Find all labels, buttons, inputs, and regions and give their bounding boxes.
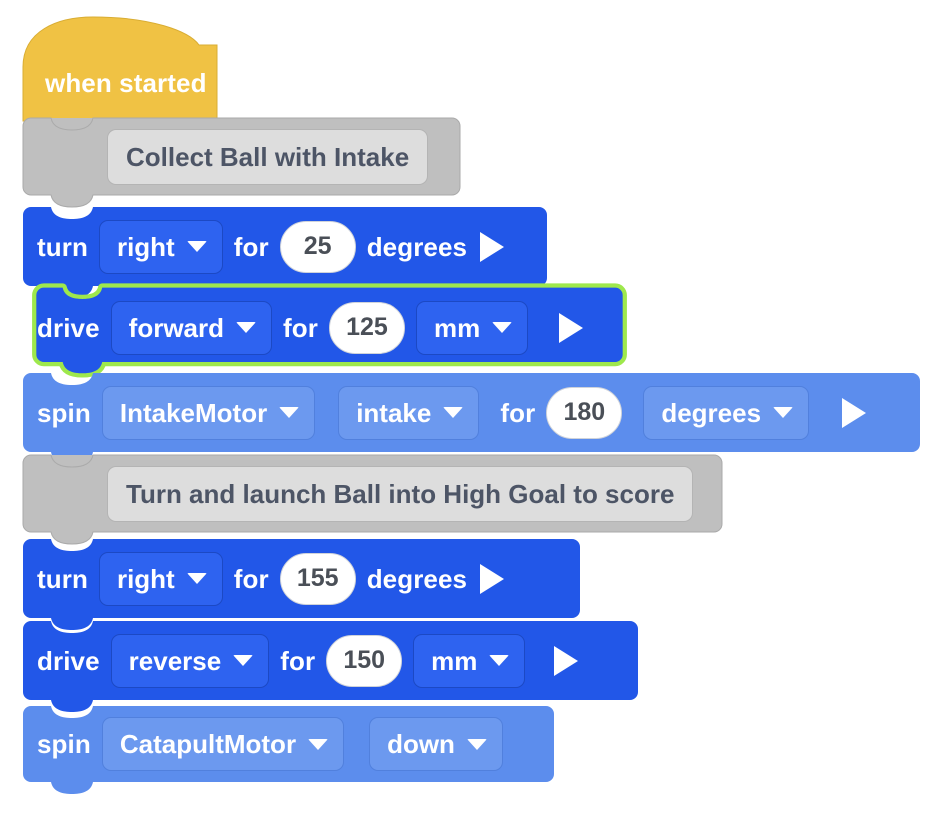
chevron-down-icon <box>236 322 256 333</box>
turn-2-for-label: for <box>233 563 269 594</box>
turn-2-value-input[interactable]: 155 <box>279 552 356 605</box>
spin-1-unit-value: degrees <box>661 397 762 428</box>
spin-2-motor-value: CatapultMotor <box>119 729 297 759</box>
block-drive-reverse-150[interactable]: drive reverse for 150 mm <box>23 621 638 712</box>
play-triangle-icon[interactable] <box>559 312 584 343</box>
spin-1-motor-dropdown[interactable]: IntakeMotor <box>101 385 316 440</box>
drive-1-keyword: drive <box>37 312 100 343</box>
drive-1-unit-dropdown[interactable]: mm <box>415 300 529 355</box>
chevron-down-icon <box>489 655 510 666</box>
comment-2-field[interactable]: Turn and launch Ball into High Goal to s… <box>107 465 694 522</box>
block-spin-intakemotor[interactable]: spin IntakeMotor intake for 180 degrees <box>23 373 920 464</box>
spin-2-direction-value: down <box>387 729 455 759</box>
turn-1-for-label: for <box>233 231 269 262</box>
chevron-down-icon <box>492 322 513 333</box>
spin-1-for-label: for <box>500 397 536 428</box>
turn-2-direction-value: right <box>116 563 175 594</box>
spin-1-direction-dropdown[interactable]: intake <box>338 385 480 440</box>
drive-1-for-label: for <box>283 312 318 343</box>
block-comment-collect-ball[interactable]: Collect Ball with Intake <box>22 117 461 208</box>
turn-2-unit-label: degrees <box>366 563 468 594</box>
turn-1-value: 25 <box>303 232 332 260</box>
spin-1-direction-value: intake <box>356 397 432 428</box>
drive-2-direction-value: reverse <box>128 645 222 676</box>
block-spin-catapultmotor[interactable]: spin CatapultMotor down <box>23 706 554 794</box>
block-turn-right-25[interactable]: turn right for 25 degrees <box>23 207 547 298</box>
turn-1-keyword: turn <box>37 231 88 262</box>
turn-2-keyword: turn <box>37 563 88 594</box>
turn-1-direction-dropdown[interactable]: right <box>98 219 223 274</box>
turn-2-direction-dropdown[interactable]: right <box>98 551 223 606</box>
drive-2-keyword: drive <box>37 645 100 676</box>
spin-1-unit-dropdown[interactable]: degrees <box>643 385 810 440</box>
drive-2-for-label: for <box>280 645 316 676</box>
spin-2-motor-dropdown[interactable]: CatapultMotor <box>101 717 345 771</box>
spin-1-motor-value: IntakeMotor <box>119 397 268 428</box>
chevron-down-icon <box>443 407 464 418</box>
drive-2-unit-dropdown[interactable]: mm <box>413 633 526 688</box>
spin-1-value-input[interactable]: 180 <box>546 386 623 439</box>
block-turn-right-155[interactable]: turn right for 155 degrees <box>23 539 580 630</box>
drive-1-unit-value: mm <box>433 312 481 343</box>
comment-1-field[interactable]: Collect Ball with Intake <box>107 128 429 185</box>
turn-1-direction-value: right <box>116 231 175 262</box>
chevron-down-icon <box>773 407 794 418</box>
block-when-started[interactable]: when started <box>22 16 218 134</box>
chevron-down-icon <box>279 407 300 418</box>
spin-1-value: 180 <box>563 398 606 426</box>
drive-2-value-input[interactable]: 150 <box>326 634 403 687</box>
drive-1-value: 125 <box>346 313 388 341</box>
spin-2-direction-dropdown[interactable]: down <box>369 717 503 771</box>
drive-1-value-input[interactable]: 125 <box>328 301 405 354</box>
chevron-down-icon <box>186 241 207 252</box>
turn-2-value: 155 <box>296 564 339 592</box>
comment-2-text: Turn and launch Ball into High Goal to s… <box>126 478 675 509</box>
play-triangle-icon[interactable] <box>842 397 867 428</box>
block-comment-turn-and-launch[interactable]: Turn and launch Ball into High Goal to s… <box>22 454 723 545</box>
drive-1-direction-dropdown[interactable]: forward <box>110 300 272 355</box>
spin-2-keyword: spin <box>37 729 91 759</box>
chevron-down-icon <box>466 738 487 750</box>
comment-1-text: Collect Ball with Intake <box>126 141 410 172</box>
block-drive-forward-125[interactable]: drive forward for 125 mm <box>23 283 646 378</box>
play-triangle-icon[interactable] <box>480 231 505 262</box>
drive-2-direction-dropdown[interactable]: reverse <box>110 633 270 688</box>
when-started-label: when started <box>45 68 207 98</box>
chevron-down-icon <box>186 573 207 584</box>
drive-2-unit-value: mm <box>431 645 478 676</box>
play-triangle-icon[interactable] <box>480 563 505 594</box>
spin-1-keyword: spin <box>37 397 91 428</box>
chevron-down-icon <box>308 738 329 750</box>
turn-1-value-input[interactable]: 25 <box>279 220 356 273</box>
chevron-down-icon <box>233 655 254 666</box>
drive-1-direction-value: forward <box>128 312 224 343</box>
drive-2-value: 150 <box>343 646 386 674</box>
turn-1-unit-label: degrees <box>366 231 468 262</box>
play-triangle-icon[interactable] <box>554 645 579 676</box>
